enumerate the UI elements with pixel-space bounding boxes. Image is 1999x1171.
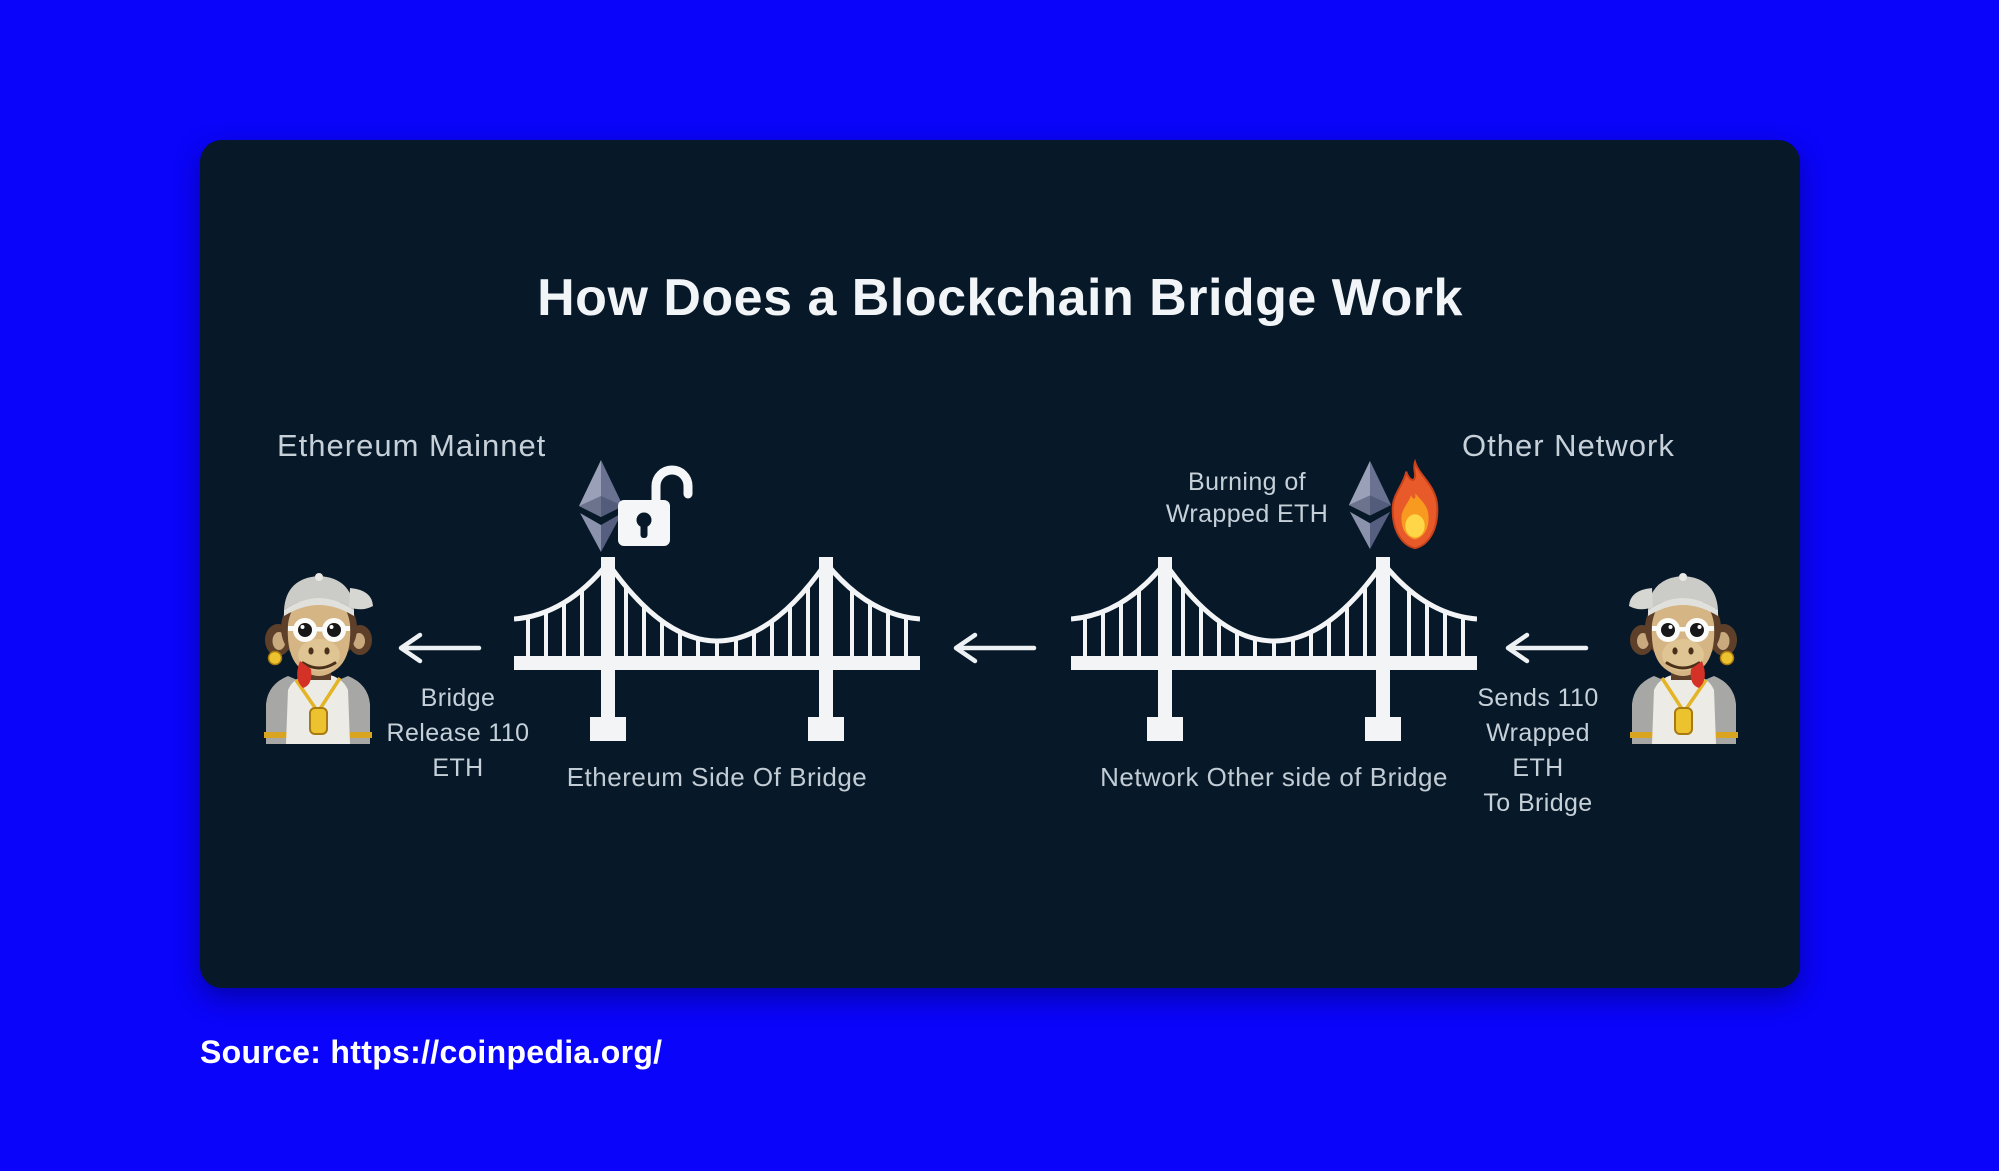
caption-network-other-side: Network Other side of Bridge	[1100, 762, 1448, 792]
source-attribution: Source: https://coinpedia.org/	[200, 1034, 663, 1070]
bridge-ethereum-icon	[514, 553, 920, 745]
flame-icon	[1384, 459, 1446, 554]
annotation-burning: Burning of Wrapped ETH	[1165, 468, 1329, 528]
bored-ape-avatar-left	[262, 552, 374, 744]
annotation-sends: Sends 110 Wrapped ETH To Bridge	[1477, 684, 1599, 817]
fire-icon	[1384, 459, 1446, 554]
bored-ape-avatar-right	[1628, 552, 1740, 744]
left-arrow-icon	[1503, 631, 1589, 665]
unlocked-padlock-icon	[616, 460, 700, 548]
page-title: How Does a Blockchain Bridge Work	[537, 269, 1463, 327]
bridge-other-network-icon	[1071, 553, 1477, 745]
arrow-between-bridges-icon	[951, 631, 1037, 665]
annotation-bridge-release: Bridge Release 110 ETH	[386, 684, 530, 782]
label-other-network: Other Network	[1462, 428, 1675, 463]
suspension-bridge-icon	[1071, 553, 1477, 745]
left-arrow-icon	[951, 631, 1037, 665]
left-arrow-icon	[396, 631, 482, 665]
arrow-to-bridge-icon	[1503, 631, 1589, 665]
ape-icon	[1628, 552, 1740, 744]
unlock-icon	[616, 460, 700, 548]
suspension-bridge-icon	[514, 553, 920, 745]
ape-icon	[262, 552, 374, 744]
label-ethereum-mainnet: Ethereum Mainnet	[277, 428, 547, 463]
diagram-card	[200, 140, 1800, 988]
caption-ethereum-side: Ethereum Side Of Bridge	[566, 762, 868, 792]
arrow-to-mainnet-icon	[396, 631, 482, 665]
